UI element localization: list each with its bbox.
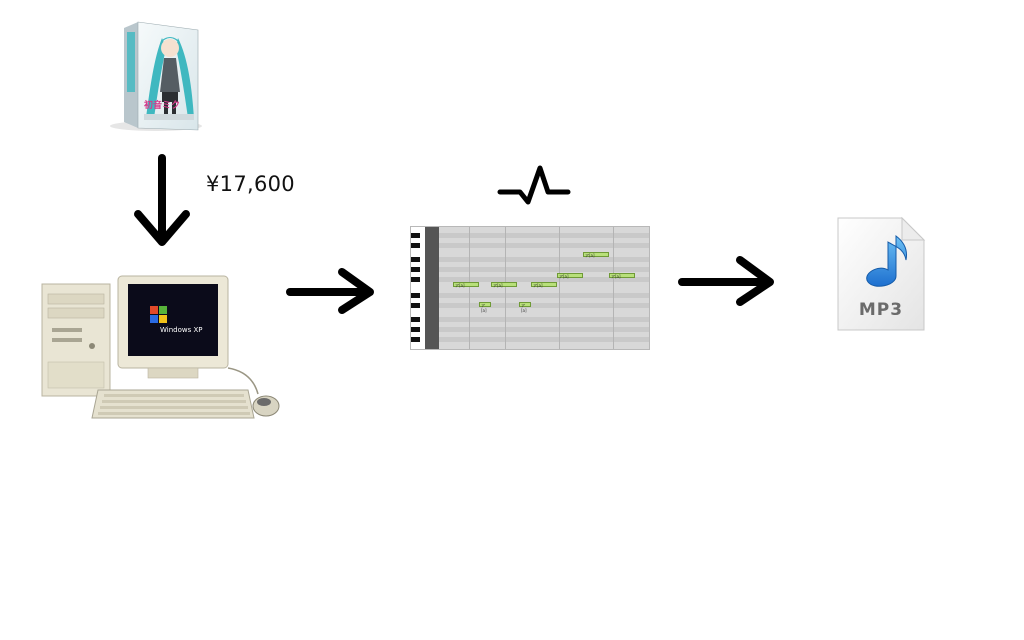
monitor-screen-text: Windows XP xyxy=(160,326,203,334)
note-6: ア[a] xyxy=(557,273,583,279)
piano-roll-grid: ア[a] ア[a] ア[a] ア[a] ア[a] ア[a] ア[a] ア[a] xyxy=(439,227,649,349)
software-box-image: 初音ミク xyxy=(104,18,204,134)
note-7: ア[a] xyxy=(583,252,609,258)
computer-image: Windows XP xyxy=(38,272,288,424)
note-3: ア[a] xyxy=(491,282,517,288)
note-8: ア[a] xyxy=(609,273,635,279)
note-4: ア[a] xyxy=(519,302,531,313)
arrow-down-icon xyxy=(130,152,194,252)
arrow-right-icon xyxy=(284,266,376,316)
price-label: ¥17,600 xyxy=(206,172,295,196)
note-2: ア[a] xyxy=(479,302,491,313)
arrow-right-icon-2 xyxy=(676,254,776,308)
mp3-file-icon: MP3 xyxy=(834,216,928,334)
piano-roll-editor-image: ア[a] ア[a] ア[a] ア[a] ア[a] ア[a] ア[a] ア[a] xyxy=(410,226,650,350)
piano-keys xyxy=(411,227,426,349)
waveform-icon xyxy=(496,162,574,217)
note-1: ア[a] xyxy=(453,282,479,288)
box-logo-text: 初音ミク xyxy=(144,99,180,111)
mp3-label: MP3 xyxy=(858,300,904,320)
piano-roll-ruler xyxy=(425,227,439,349)
note-5: ア[a] xyxy=(531,282,557,288)
